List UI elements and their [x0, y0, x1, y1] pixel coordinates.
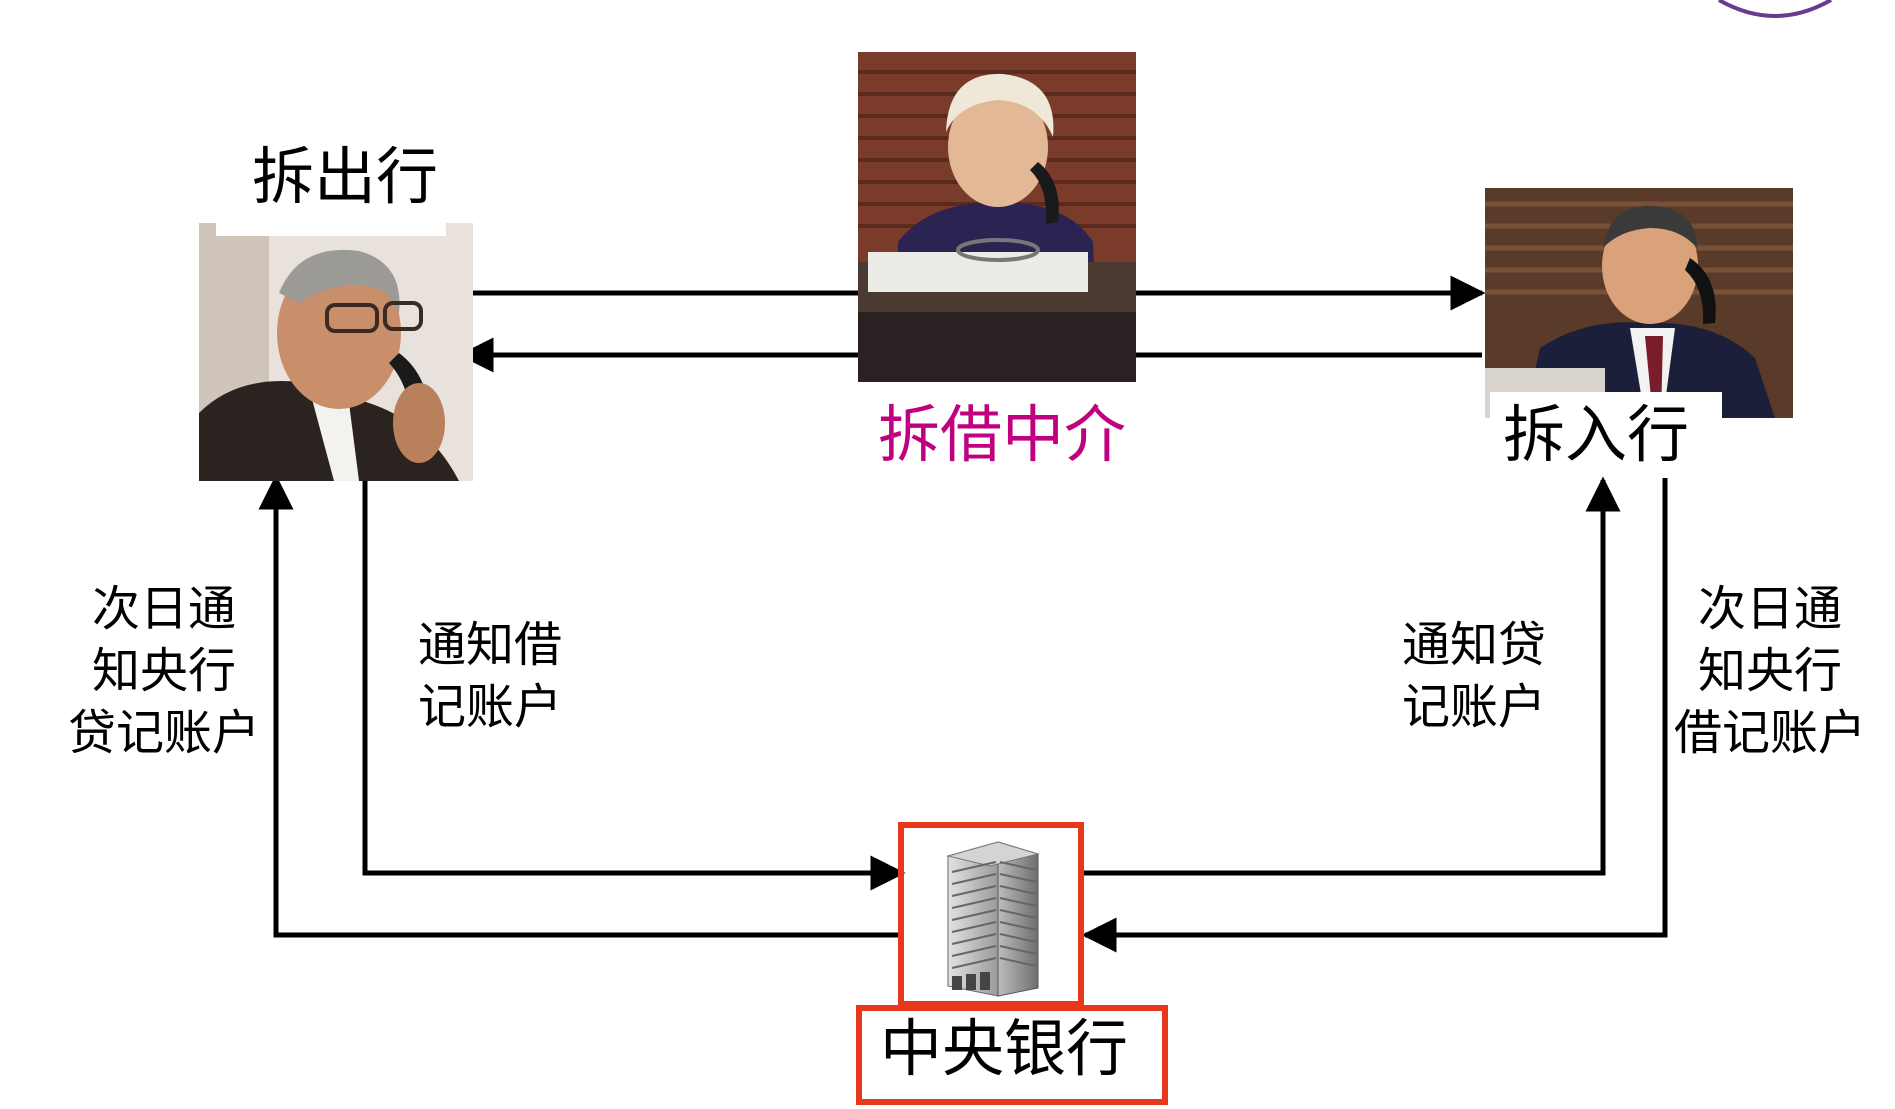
seal-logo-icon [1718, 0, 1832, 18]
lender-bank-label: 拆出行 [252, 140, 439, 213]
note-line: 记账户 [418, 679, 563, 735]
note-borrower-to-central: 次日通 知央行 借记账户 [1660, 578, 1880, 764]
arrow-borrower-notify-central [1081, 478, 1668, 953]
central-bank-box [898, 822, 1084, 1007]
arrow-lender-notify-central [362, 478, 906, 891]
note-lender-to-central: 通知借 记账户 [418, 614, 598, 738]
note-line: 知央行 [91, 643, 236, 699]
arrow-central-to-borrower [1082, 476, 1621, 876]
borrower-bank-label: 拆入行 [1503, 398, 1690, 471]
office-building-icon [946, 841, 1040, 997]
note-line: 次日通 [1697, 581, 1842, 637]
note-central-to-lender: 次日通 知央行 贷记账户 [54, 578, 274, 764]
borrower-photo [1485, 188, 1793, 418]
note-line: 通知贷 [1402, 617, 1547, 673]
note-line: 知央行 [1697, 643, 1842, 699]
borrower-caption-bg [1490, 392, 1722, 472]
note-line: 记账户 [1402, 679, 1547, 735]
note-central-to-borrower: 通知贷 记账户 [1402, 614, 1582, 738]
note-line: 借记账户 [1673, 705, 1866, 761]
note-line: 贷记账户 [67, 705, 260, 761]
intermediary-label: 拆借中介 [878, 398, 1127, 471]
central-bank-label: 中央银行 [880, 1012, 1129, 1085]
lender-caption-bg [216, 138, 446, 236]
arrow-central-to-lender [258, 474, 898, 938]
note-line: 次日通 [91, 581, 236, 637]
intermediary-photo [858, 52, 1136, 382]
lender-photo [199, 223, 473, 481]
note-line: 通知借 [418, 617, 563, 673]
central-bank-label-box [856, 1005, 1168, 1105]
